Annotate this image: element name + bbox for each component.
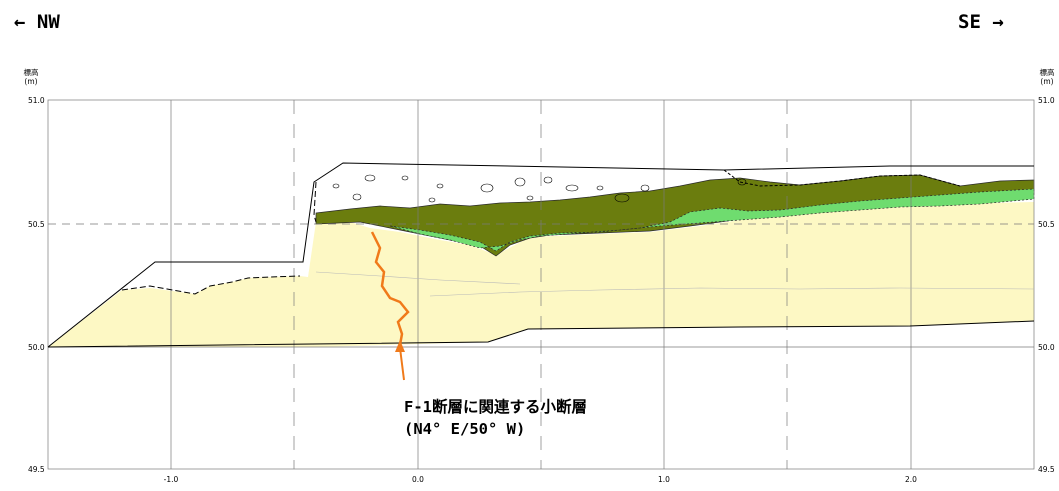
elev-tick-right: 49.5 [1038,465,1055,474]
ground-surface-line [47,162,1034,348]
fine-lamina-1 [315,271,521,285]
talus-boundary [723,169,961,187]
fault-arrow-head [395,340,405,352]
elevation-axis-title-right: 標高 [1040,67,1056,77]
elevation-tick-labels: 51.0 50.5 50.0 49.5 51.0 50.5 50.0 49.5 [28,96,1055,474]
fault-trace [370,231,410,346]
elevation-axis-unit-left: (m) [24,77,37,86]
sand-layer-main [316,202,1034,347]
elev-tick-left: 49.5 [28,465,45,474]
lower-excavation-line [47,320,1035,348]
grid-lines [47,99,1035,470]
dashed-boundary-upper [121,275,301,295]
horiz-tick: 1.0 [658,475,670,484]
sand-layer-left [48,222,316,347]
horiz-tick: 2.0 [905,475,917,484]
direction-label-nw: ← NW [14,11,60,33]
fault-annotation-title: F-1断層に関連する小断層 [404,397,587,416]
dashed-boundary-step [313,181,317,223]
strata-layers [48,174,1035,347]
elev-tick-left: 50.5 [28,220,45,229]
direction-label-se: SE → [958,11,1004,33]
gravel-clasts [332,174,747,203]
horiz-tick: -1.0 [164,475,179,484]
horiz-tick: 0.0 [412,475,424,484]
excavation-outline [47,162,1035,348]
fault-arrow-shaft [399,347,405,381]
fault-annotation-subtitle: (N4° E/50° W) [404,420,525,438]
elev-tick-left: 51.0 [28,96,45,105]
elev-tick-right: 51.0 [1038,96,1055,105]
horizontal-tick-labels: -1.0 0.0 1.0 2.0 [164,475,918,484]
fine-lamina-2 [429,287,1035,297]
elev-tick-right: 50.5 [1038,220,1055,229]
elevation-axis-title-left: 標高 [24,67,39,77]
elevation-axis-unit-right: (m) [1040,77,1053,86]
elev-tick-left: 50.0 [28,343,45,352]
elev-tick-right: 50.0 [1038,343,1055,352]
light-green-lens [389,188,1035,252]
